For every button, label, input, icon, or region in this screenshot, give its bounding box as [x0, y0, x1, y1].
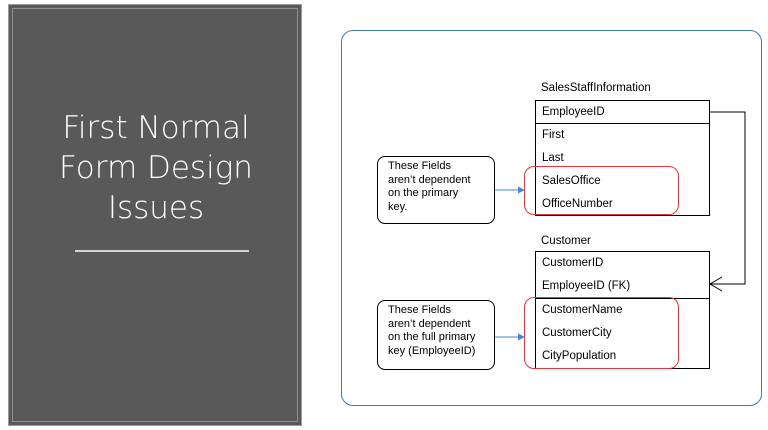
note-line: aren’t dependent	[388, 317, 471, 330]
sales-table: EmployeeID First Last SalesOffice Office…	[535, 100, 710, 216]
note-line: key (EmployeeID)	[388, 344, 476, 357]
sales-table-field: Last	[542, 152, 564, 164]
customer-table-key-divider	[536, 298, 709, 299]
customer-table-field: CustomerCity	[542, 327, 612, 339]
sales-table-field: SalesOffice	[542, 175, 601, 187]
sales-table-field: OfficeNumber	[542, 198, 613, 210]
sales-table-field: First	[542, 129, 565, 141]
note-line: on the full primary	[388, 331, 476, 343]
sales-table-name: SalesStaffInformation	[541, 82, 651, 94]
note-line: These Fields	[388, 160, 451, 172]
note-line: aren’t dependent	[388, 173, 471, 186]
highlight-customer-fields	[524, 297, 679, 369]
note-line: on the primary	[388, 187, 459, 199]
customer-table-key-field: EmployeeID (FK)	[542, 280, 631, 292]
title-panel: First Normal Form Design Issues	[8, 4, 302, 426]
customer-table-key-field: CustomerID	[542, 257, 604, 269]
slide-title: First Normal Form Design Issues	[59, 110, 253, 226]
note-line: These Fields	[388, 304, 451, 316]
sales-table-key-divider	[536, 123, 709, 124]
diagram-frame	[341, 30, 762, 406]
note-not-dependent-primary-key: These Fields aren’t dependent on the pri…	[377, 156, 495, 224]
customer-table-name: Customer	[541, 235, 591, 247]
note-line: key.	[388, 200, 408, 213]
sales-table-key-field: EmployeeID	[542, 106, 605, 118]
highlight-sales-office-fields	[524, 166, 679, 215]
title-underline	[75, 250, 249, 252]
title-panel-inner-border	[12, 8, 298, 422]
customer-table-field: CityPopulation	[542, 350, 617, 362]
customer-table-field: CustomerName	[542, 304, 623, 316]
note-not-dependent-full-key: These Fields aren’t dependent on the ful…	[377, 300, 495, 370]
customer-table: CustomerID EmployeeID (FK) CustomerName …	[535, 251, 710, 369]
